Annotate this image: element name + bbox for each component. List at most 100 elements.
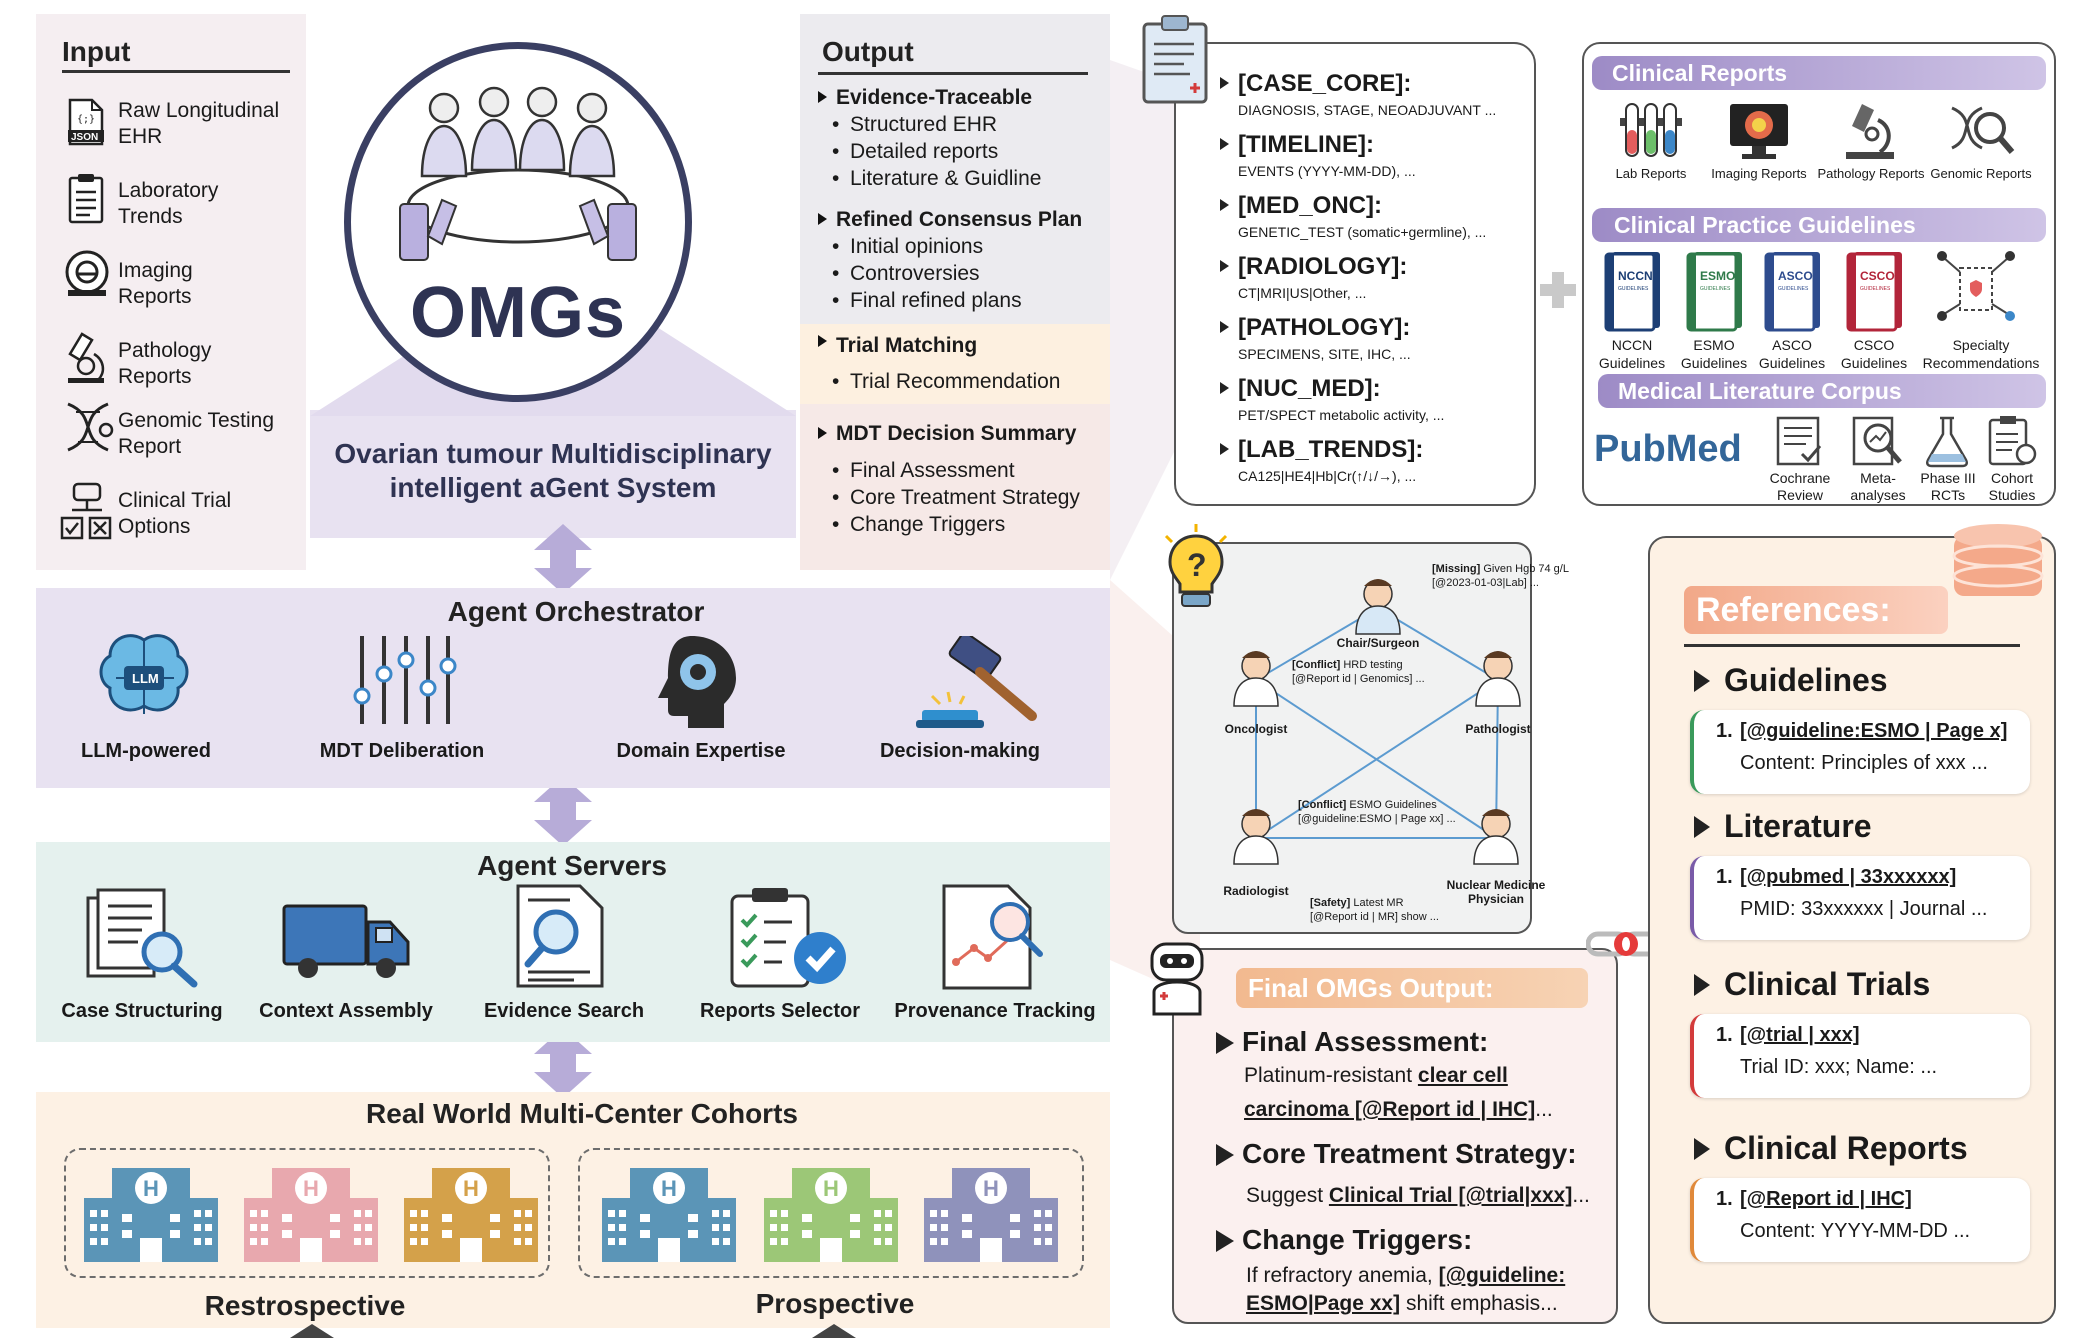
final-heading-text: Change Triggers: bbox=[1242, 1224, 1473, 1255]
ehr-tag-key: [PATHOLOGY]: bbox=[1220, 314, 1410, 342]
reference-card[interactable]: 1.[@pubmed | 33xxxxxx]PMID: 33xxxxxx | J… bbox=[1690, 856, 2030, 940]
guidelines-band: Clinical Practice Guidelines bbox=[1592, 208, 2046, 242]
ehr-tag-value: GENETIC_TEST (somatic+germline), ... bbox=[1238, 224, 1487, 240]
llm-brain-icon: LLM bbox=[96, 628, 192, 728]
final-strategy-line1: Suggest Clinical Trial [@trial|xxx]... bbox=[1246, 1184, 1590, 1208]
ehr-tag-key: [LAB_TRENDS]: bbox=[1220, 436, 1423, 464]
dna-icon bbox=[62, 400, 114, 454]
citation-link[interactable]: clear cell bbox=[1417, 1064, 1508, 1087]
ehr-tag-value: PET/SPECT metabolic activity, ... bbox=[1238, 407, 1445, 423]
double-arrow-icon bbox=[534, 776, 592, 846]
reference-card[interactable]: 1.[@trial | xxx]Trial ID: xxx; Name: ... bbox=[1690, 1014, 2030, 1098]
input-title-rule bbox=[62, 70, 290, 73]
output-item: Structured EHR bbox=[816, 111, 1106, 138]
ehr-tag-key: [RADIOLOGY]: bbox=[1220, 253, 1407, 281]
output-section-trial: Trial Matching Trial Recommendation bbox=[816, 328, 1106, 400]
output-item: Change Triggers bbox=[816, 511, 1110, 538]
note-text: Given Hgb 74 g/L bbox=[1483, 563, 1569, 575]
svg-text:H: H bbox=[983, 1176, 999, 1201]
references-banner: References: bbox=[1684, 586, 1948, 634]
output-item: Initial opinions bbox=[816, 233, 1110, 260]
svg-text:H: H bbox=[661, 1176, 677, 1201]
svg-text:ASCO: ASCO bbox=[1778, 269, 1813, 283]
input-item-lab: Laboratory Trends bbox=[118, 179, 219, 228]
double-arrow-icon bbox=[534, 1028, 592, 1098]
reference-link[interactable]: [@Report id | IHC] bbox=[1740, 1188, 1912, 1210]
evidence-search-icon bbox=[514, 884, 608, 988]
meeting-table-illustration bbox=[392, 86, 644, 266]
input-item-trial: Clinical Trial Options bbox=[118, 489, 232, 538]
final-assessment-line1: Platinum-resistant clear cell bbox=[1244, 1064, 1508, 1088]
plain-text: ... bbox=[1572, 1184, 1590, 1207]
plain-text: If refractory anemia, bbox=[1246, 1264, 1439, 1287]
hospital-building-icon: H bbox=[602, 1158, 736, 1262]
ehr-tag-value: SPECIMENS, SITE, IHC, ... bbox=[1238, 346, 1411, 362]
retrospective-group bbox=[64, 1148, 550, 1278]
svg-text:?: ? bbox=[1187, 547, 1207, 583]
note-tag: [Missing] bbox=[1432, 563, 1481, 575]
reference-link[interactable]: [@pubmed | 33xxxxxx] bbox=[1740, 866, 1957, 888]
ehr-tag-key: [CASE_CORE]: bbox=[1220, 70, 1411, 98]
reference-number: 1. bbox=[1716, 866, 1733, 888]
final-heading-assessment: Final Assessment: bbox=[1216, 1026, 1488, 1058]
plus-icon bbox=[1540, 272, 1576, 308]
robot-doctor-icon bbox=[1142, 936, 1212, 1016]
literature-label: Cochrane Review bbox=[1769, 470, 1831, 503]
down-pointer-icon bbox=[290, 1324, 334, 1338]
output-item: Detailed reports bbox=[816, 138, 1106, 165]
input-item-ehr: Raw Longitudinal EHR bbox=[118, 99, 280, 148]
report-type-label: Imaging Reports bbox=[1711, 166, 1807, 181]
report-type-label: Genomic Reports bbox=[1930, 166, 2032, 181]
cohort-clipboard-icon bbox=[1984, 414, 2040, 468]
guideline-label: ASCO Guidelines bbox=[1758, 337, 1826, 371]
reference-link[interactable]: [@guideline:ESMO | Page x] bbox=[1740, 720, 2008, 742]
reference-link[interactable]: [@trial | xxx] bbox=[1740, 1024, 1860, 1046]
reports-selector-icon bbox=[728, 886, 850, 990]
note-tag: [Conflict] bbox=[1292, 659, 1341, 671]
citation-link[interactable]: Clinical Trial [@trial|xxx] bbox=[1328, 1184, 1573, 1207]
reference-number: 1. bbox=[1716, 1188, 1733, 1210]
output-heading: MDT Decision Summary bbox=[816, 420, 1110, 447]
report-type-label: Pathology Reports bbox=[1817, 166, 1925, 181]
gavel-icon bbox=[912, 631, 1042, 732]
pubmed-logo: PubMed bbox=[1594, 428, 1754, 488]
note-tag: [Conflict] bbox=[1298, 799, 1347, 811]
logo-purple-band bbox=[310, 410, 796, 538]
mdt-agent-label: Chair/Surgeon bbox=[1336, 636, 1420, 650]
head-gear-icon bbox=[652, 632, 742, 732]
mdt-network-graph bbox=[1178, 548, 1526, 928]
note-text: ESMO Guidelines bbox=[1349, 799, 1437, 811]
citation-link[interactable]: ESMO|Page xx] bbox=[1246, 1292, 1401, 1315]
prospective-group bbox=[578, 1148, 1084, 1278]
system-subtitle-line1: Ovarian tumour Multidisciplinary bbox=[334, 438, 772, 469]
citation-link[interactable]: carcinoma [@Report id | IHC] bbox=[1244, 1098, 1536, 1121]
citation-link[interactable]: [@guideline: bbox=[1438, 1264, 1566, 1287]
guideline-label: ESMO Guidelines bbox=[1680, 337, 1748, 371]
test-tubes-icon bbox=[1616, 100, 1686, 162]
servers-title: Agent Servers bbox=[477, 850, 667, 881]
svg-text:H: H bbox=[823, 1176, 839, 1201]
reference-card[interactable]: 1.[@guideline:ESMO | Page x]Content: Pri… bbox=[1690, 710, 2030, 794]
reference-number: 1. bbox=[1716, 1024, 1733, 1046]
final-assessment-line2: carcinoma [@Report id | IHC]... bbox=[1244, 1098, 1553, 1122]
meta-analysis-icon bbox=[1850, 414, 1906, 468]
mixer-sliders-icon bbox=[350, 632, 460, 728]
report-type-label: Lab Reports bbox=[1615, 166, 1687, 181]
svg-text:NCCN: NCCN bbox=[1618, 269, 1653, 283]
ehr-tag-value: CA125|HE4|Hb|Cr(↑/↓/→), ... bbox=[1238, 468, 1417, 484]
svg-text:ESMO: ESMO bbox=[1700, 269, 1735, 283]
literature-band: Medical Literature Corpus bbox=[1598, 374, 2046, 408]
reference-card[interactable]: 1.[@Report id | IHC]Content: YYYY-MM-DD … bbox=[1690, 1178, 2030, 1262]
final-heading-text: Final Assessment: bbox=[1242, 1026, 1489, 1057]
case-structuring-icon bbox=[82, 888, 202, 988]
ehr-tag-value: CT|MRI|US|Other, ... bbox=[1238, 285, 1367, 301]
output-section-evidence: Evidence-Traceable Structured EHR Detail… bbox=[816, 84, 1106, 192]
plain-text: shift emphasis... bbox=[1400, 1292, 1558, 1315]
final-heading-text: Core Treatment Strategy: bbox=[1242, 1138, 1577, 1169]
final-output-card bbox=[1172, 948, 1618, 1324]
cohort-label-prospective: Prospective bbox=[755, 1288, 915, 1319]
reference-heading: Literature bbox=[1690, 808, 1872, 845]
output-item: Literature & Guidline bbox=[816, 165, 1106, 192]
provenance-tracking-icon bbox=[940, 884, 1050, 992]
output-heading: Refined Consensus Plan bbox=[816, 206, 1110, 233]
